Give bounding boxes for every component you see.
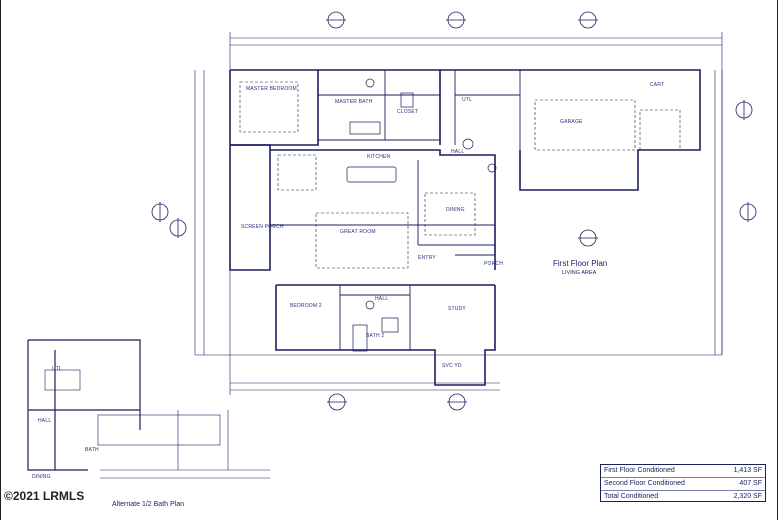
sf-value: 1,413 SF [733, 467, 762, 474]
section-markers [151, 11, 757, 411]
room-utl: UTL [462, 97, 473, 103]
sf-row-total: Total Conditioned 2,320 SF [601, 490, 765, 503]
ceiling-lines [239, 81, 681, 269]
sf-label: Total Conditioned [604, 493, 659, 500]
plan-title: First Floor Plan [553, 259, 608, 268]
alt-room-hall: HALL [38, 418, 52, 424]
room-garage: GARAGE [560, 119, 583, 125]
room-hall-2: HALL [375, 296, 389, 302]
room-master-bath: MASTER BATH [335, 99, 373, 105]
room-entry: ENTRY [418, 255, 436, 261]
copyright-watermark: ©2021 LRMLS [4, 489, 85, 503]
room-dining: DINING [446, 207, 465, 213]
left-border [0, 0, 1, 520]
room-great-room: GREAT ROOM [340, 229, 376, 235]
room-master-bedroom: MASTER BEDROOM [246, 86, 297, 92]
sf-row-first-floor: First Floor Conditioned 1,413 SF [601, 465, 765, 477]
room-cart: CART [650, 82, 665, 88]
sf-row-second-floor: Second Floor Conditioned 407 SF [601, 477, 765, 490]
alt-room-bath: BATH [85, 447, 99, 453]
room-hall: HALL [451, 149, 465, 155]
right-border [777, 0, 778, 520]
room-study: STUDY [448, 306, 466, 312]
sf-value: 2,320 SF [733, 493, 762, 500]
sf-label: First Floor Conditioned [604, 467, 675, 474]
square-footage-table: First Floor Conditioned 1,413 SF Second … [600, 464, 766, 502]
interior-walls [270, 70, 521, 350]
room-bath-2: BATH 2 [366, 333, 385, 339]
exterior-walls [229, 69, 701, 386]
sf-value: 407 SF [739, 480, 762, 487]
room-screen-porch: SCREEN PORCH [241, 224, 284, 230]
living-area-label: LIVING AREA [562, 270, 597, 276]
room-svc-yd: SVC YD [442, 363, 462, 369]
alternate-plan-title: Alternate 1/2 Bath Plan [112, 501, 184, 508]
room-bedroom-2: BEDROOM 2 [290, 303, 322, 309]
alternate-plan [27, 339, 270, 479]
room-closet: CLOSET [397, 109, 419, 115]
alt-room-utl: UTL [52, 366, 63, 372]
sf-label: Second Floor Conditioned [604, 480, 685, 487]
fixtures [346, 78, 497, 352]
room-kitchen: KITCHEN [367, 154, 391, 160]
room-porch: PORCH [484, 261, 504, 267]
alt-room-dining: DINING [32, 474, 51, 480]
